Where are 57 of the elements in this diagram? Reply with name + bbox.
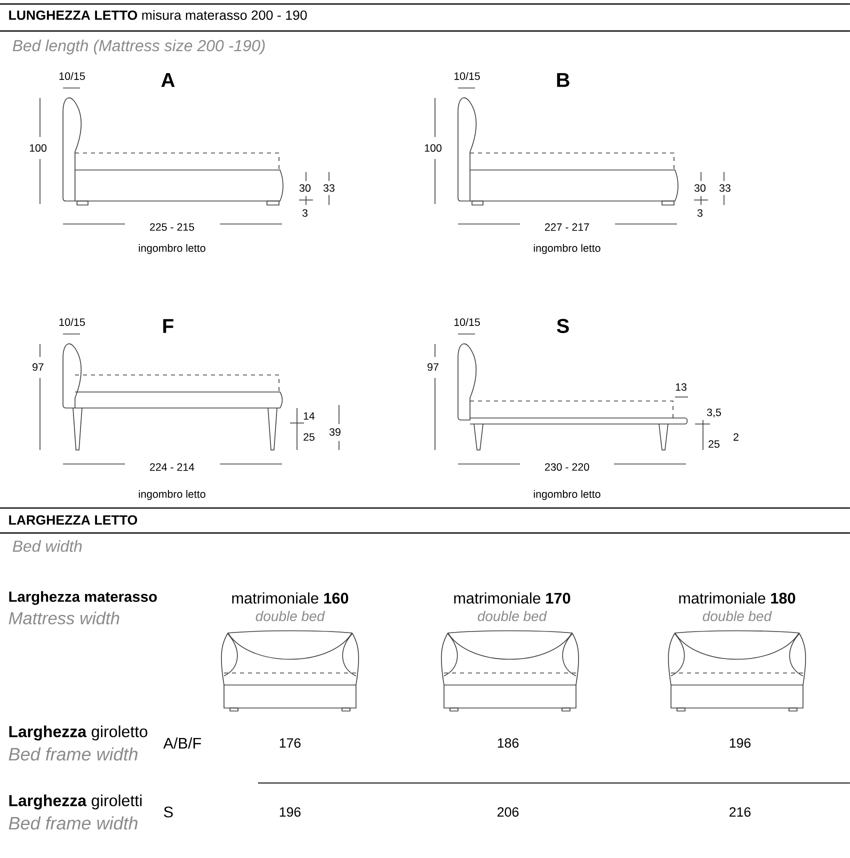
dimension-caption: ingombro letto <box>534 244 600 254</box>
dimension-label: 10/15 <box>59 318 85 326</box>
dimension-label: 2 <box>734 433 738 441</box>
dimension-label: 3 <box>302 209 308 217</box>
dimension-label: 30 <box>299 184 311 192</box>
model-letter: S <box>556 318 569 334</box>
dimension-caption: ingombro letto <box>534 490 600 500</box>
dimension-label: 224 - 214 <box>150 463 194 471</box>
section-heading: LUNGHEZZA LETTO misura materasso 200 - 190 <box>9 10 307 20</box>
model-code: S <box>164 806 173 818</box>
dimension-label: 10/15 <box>454 72 480 80</box>
column-subheading: double bed <box>478 610 547 622</box>
model-letter: B <box>557 73 570 87</box>
dimension-label: 225 - 215 <box>150 223 194 231</box>
dimension-caption: ingombro letto <box>138 244 206 254</box>
table-value: 186 <box>498 738 519 748</box>
model-letter: A <box>161 73 175 87</box>
table-value: 206 <box>498 807 519 817</box>
row-heading: Larghezza giroletto <box>9 726 148 740</box>
dimension-label: 13 <box>676 383 686 391</box>
dimension-caption: ingombro letto <box>138 490 206 500</box>
dimension-label: 227 - 217 <box>545 223 589 231</box>
dimension-label: 39 <box>329 428 340 436</box>
column-subheading: double bed <box>702 610 772 622</box>
row-subheading: Bed frame width <box>8 816 138 830</box>
dimension-label: 33 <box>719 184 730 192</box>
dimension-label: 230 - 220 <box>545 463 590 471</box>
column-heading: matrimoniale 160 <box>232 592 348 604</box>
dimension-label: 97 <box>32 363 44 371</box>
dimension-label: 100 <box>424 144 442 152</box>
model-code: A/B/F <box>163 737 201 749</box>
dimension-label: 33 <box>323 184 334 192</box>
table-value: 216 <box>730 807 751 817</box>
dimension-label: 25 <box>304 433 314 441</box>
dimension-label: 10/15 <box>59 72 85 80</box>
table-value: 176 <box>280 738 301 748</box>
column-heading: matrimoniale 170 <box>454 592 570 604</box>
column-subheading: double bed <box>256 610 325 622</box>
column-heading: matrimoniale 180 <box>679 592 796 604</box>
section-subheading: Bed width <box>12 540 82 552</box>
dimension-label: 30 <box>694 184 706 192</box>
section-heading: LARGHEZZA LETTO <box>9 515 138 525</box>
table-value: 196 <box>280 807 301 817</box>
dimension-label: 25 <box>708 440 720 448</box>
dimension-label: 14 <box>304 412 315 420</box>
section-subheading: Bed length (Mattress size 200 -190) <box>12 40 265 54</box>
dimension-label: 10/15 <box>454 318 480 326</box>
dimension-label: 3 <box>697 209 702 217</box>
row-subheading: Mattress width <box>8 612 120 624</box>
row-heading: Larghezza materasso <box>9 591 157 605</box>
dimension-label: 97 <box>428 363 438 371</box>
model-letter: F <box>163 319 174 333</box>
dimension-label: 100 <box>30 144 46 152</box>
row-subheading: Bed frame width <box>8 747 138 761</box>
table-value: 196 <box>730 738 751 748</box>
row-heading: Larghezza giroletti <box>9 794 142 810</box>
dimension-label: 3,5 <box>706 408 721 418</box>
